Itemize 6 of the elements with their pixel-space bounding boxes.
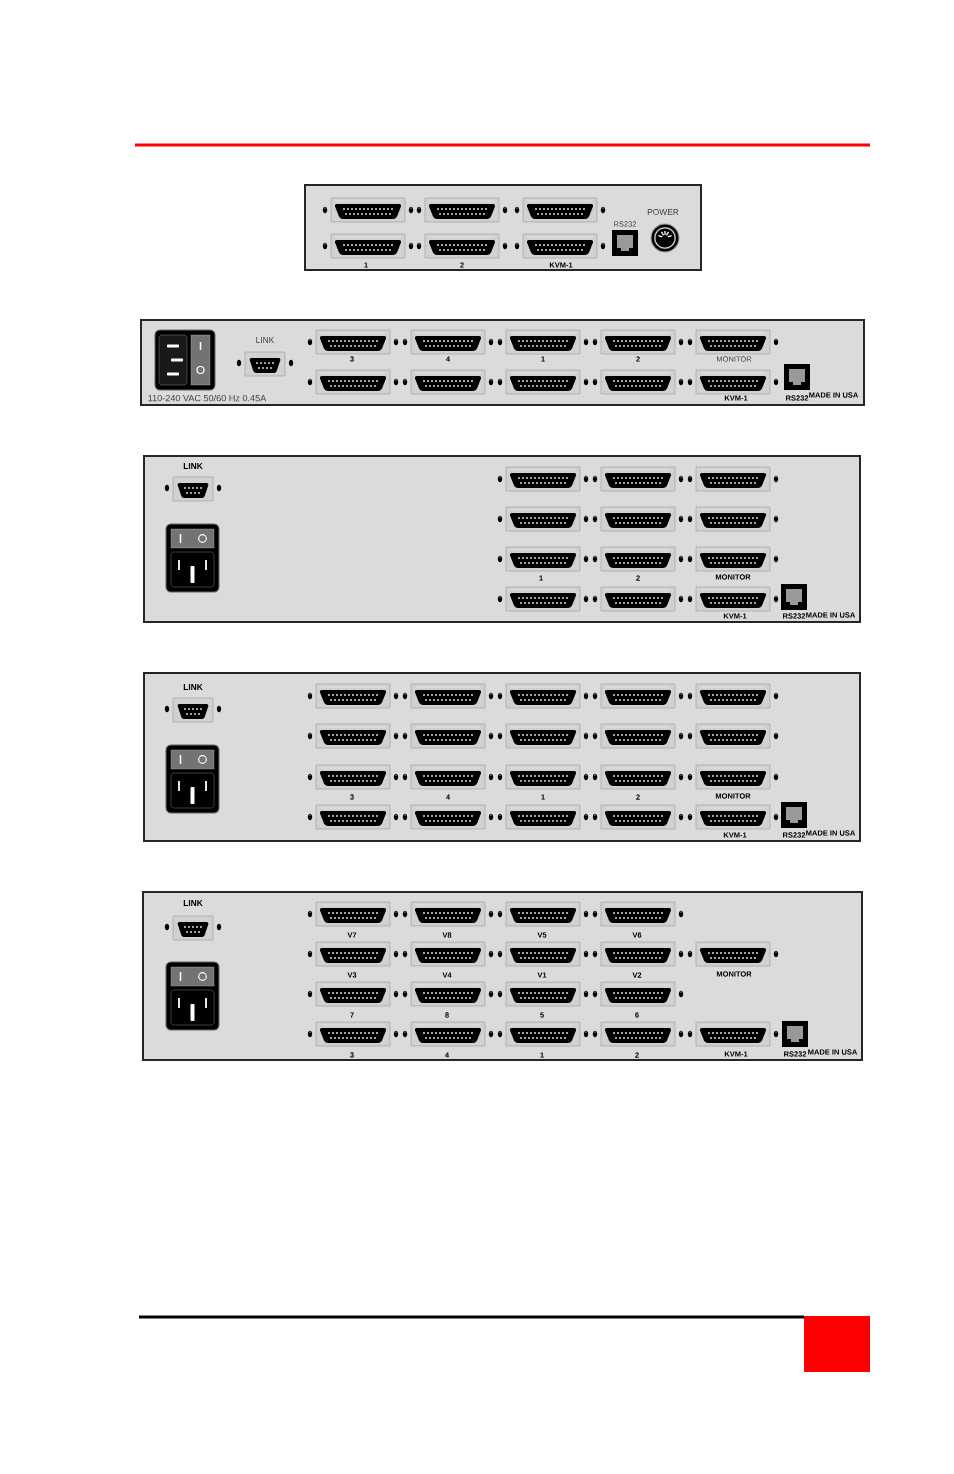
port-label: 110-240 VAC 50/60 Hz 0.45A xyxy=(148,394,267,402)
port-label: POWER xyxy=(647,209,679,215)
port-label: LINK xyxy=(256,337,275,343)
port-label: LINK xyxy=(183,900,203,906)
port-label: LINK xyxy=(183,463,203,469)
port-label: LINK xyxy=(183,684,203,690)
